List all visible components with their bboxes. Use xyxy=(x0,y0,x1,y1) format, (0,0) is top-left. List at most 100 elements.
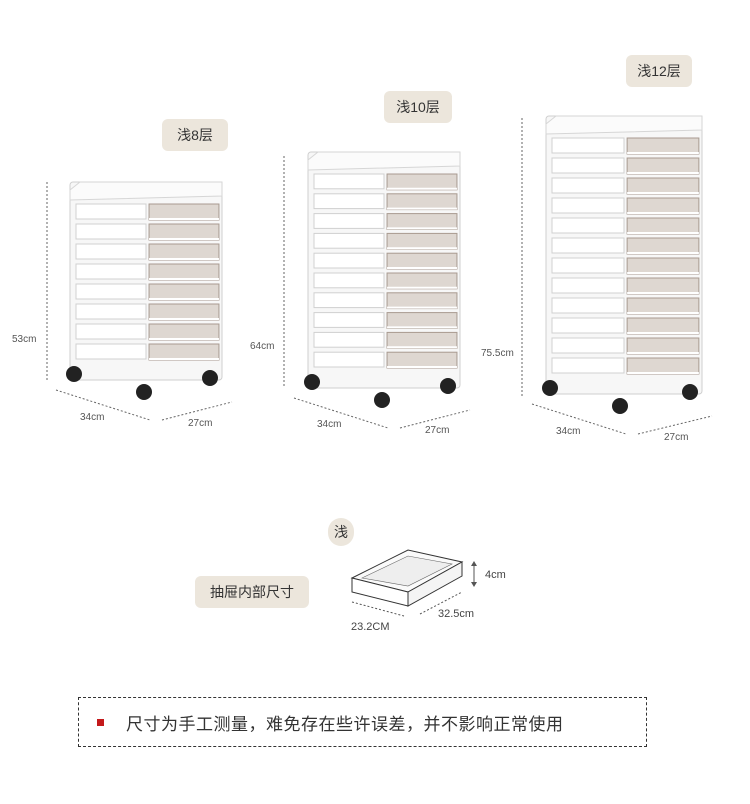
depth-label-12: 34cm xyxy=(556,426,581,437)
drawer-front xyxy=(626,197,700,215)
product-title-10: 浅10层 xyxy=(384,91,452,123)
cart-lid xyxy=(545,115,703,135)
drawer-side xyxy=(551,317,625,334)
drawer-side xyxy=(551,157,625,174)
wheel xyxy=(374,392,390,408)
note-bullet-icon xyxy=(97,718,104,726)
drawer-side xyxy=(313,292,385,309)
drawer-front xyxy=(386,272,458,290)
drawer-tag: 浅 xyxy=(328,518,354,546)
measurement-note: 尺寸为手工测量，难免存在些许误差，并不影响正常使用 xyxy=(78,697,647,747)
drawer-side xyxy=(75,263,147,280)
drawer-front xyxy=(626,177,700,195)
drawer-side xyxy=(313,213,385,229)
height-label-8: 53cm xyxy=(12,334,37,345)
drawer-front xyxy=(626,317,700,335)
drawer-front xyxy=(386,312,458,329)
note-text: 尺寸为手工测量，难免存在些许误差，并不影响正常使用 xyxy=(126,714,564,734)
drawer-front xyxy=(148,203,220,221)
drawer-front xyxy=(626,357,700,375)
drawer-side xyxy=(551,197,625,214)
drawer-front xyxy=(626,237,700,255)
depth-dimension-line xyxy=(293,397,389,429)
width-label-8: 27cm xyxy=(188,418,213,429)
wheel xyxy=(682,384,698,400)
drawer-front xyxy=(148,323,220,341)
drawer-front xyxy=(386,173,458,191)
drawer-side xyxy=(75,303,147,320)
width-dimension-line xyxy=(637,415,713,435)
drawer-inner-size-label: 抽屉内部尺寸 xyxy=(195,576,309,608)
drawer-side xyxy=(551,357,625,374)
drawer-front xyxy=(626,297,700,315)
product-title-12: 浅12层 xyxy=(626,55,692,87)
drawer-front xyxy=(626,157,700,175)
drawer-front xyxy=(386,252,458,270)
height-label-12: 75.5cm xyxy=(481,348,514,359)
wheel xyxy=(612,398,628,414)
drawer-front xyxy=(148,263,220,281)
drawer-side xyxy=(75,343,147,360)
depth-label-10: 34cm xyxy=(317,419,342,430)
depth-label-8: 34cm xyxy=(80,412,105,423)
drawer-front xyxy=(148,243,220,261)
product-title-8: 浅8层 xyxy=(162,119,228,151)
drawer-side xyxy=(313,232,385,249)
drawer-side xyxy=(75,243,147,260)
drawer-front xyxy=(386,193,458,211)
drawer-side xyxy=(313,331,385,348)
drawer-front xyxy=(148,283,220,301)
drawer-side xyxy=(551,297,625,314)
width-dimension-line xyxy=(161,401,233,421)
drawer-front xyxy=(386,213,458,230)
drawer-box-icon xyxy=(350,549,477,617)
drawer-side xyxy=(75,203,147,220)
drawer-front xyxy=(386,292,458,310)
drawer-length-label: 32.5cm xyxy=(438,608,475,620)
wheel xyxy=(66,366,82,382)
width-dimension-line xyxy=(399,409,471,429)
drawer-front xyxy=(626,217,700,235)
drawer-side xyxy=(313,312,385,328)
drawer-front xyxy=(148,223,220,241)
drawer-side xyxy=(551,237,625,254)
drawer-front xyxy=(386,331,458,349)
height-label-10: 64cm xyxy=(250,341,275,352)
drawer-side xyxy=(313,272,385,289)
width-label-10: 27cm xyxy=(425,425,450,436)
drawer-side xyxy=(551,217,625,234)
drawer-side xyxy=(75,283,147,300)
drawer-width-label: 23.2CM xyxy=(351,621,390,633)
wheel xyxy=(202,370,218,386)
drawer-side xyxy=(75,323,147,340)
drawer-front xyxy=(386,232,458,250)
drawer-side xyxy=(313,173,385,190)
drawer-front xyxy=(386,351,458,369)
cart-lid xyxy=(307,151,461,171)
drawer-front xyxy=(148,303,220,321)
drawer-front xyxy=(626,337,700,355)
drawer-side xyxy=(551,277,625,294)
cart-lid xyxy=(69,181,223,201)
width-label-12: 27cm xyxy=(664,432,689,443)
drawer-front xyxy=(626,137,700,155)
drawer-side xyxy=(313,193,385,210)
wheel xyxy=(304,374,320,390)
drawer-depth-label: 4cm xyxy=(485,569,506,581)
depth-dimension-line xyxy=(55,389,151,421)
drawer-side xyxy=(551,177,625,194)
wheel xyxy=(440,378,456,394)
drawer-side xyxy=(551,137,625,154)
drawer-side xyxy=(551,257,625,274)
drawer-front xyxy=(626,277,700,295)
drawer-side xyxy=(75,223,147,240)
drawer-front xyxy=(626,257,700,275)
wheel xyxy=(136,384,152,400)
drawer-front xyxy=(148,343,220,361)
drawer-side xyxy=(551,337,625,354)
depth-dimension-line xyxy=(531,403,627,435)
drawer-side xyxy=(313,351,385,368)
wheel xyxy=(542,380,558,396)
drawer-side xyxy=(313,252,385,269)
